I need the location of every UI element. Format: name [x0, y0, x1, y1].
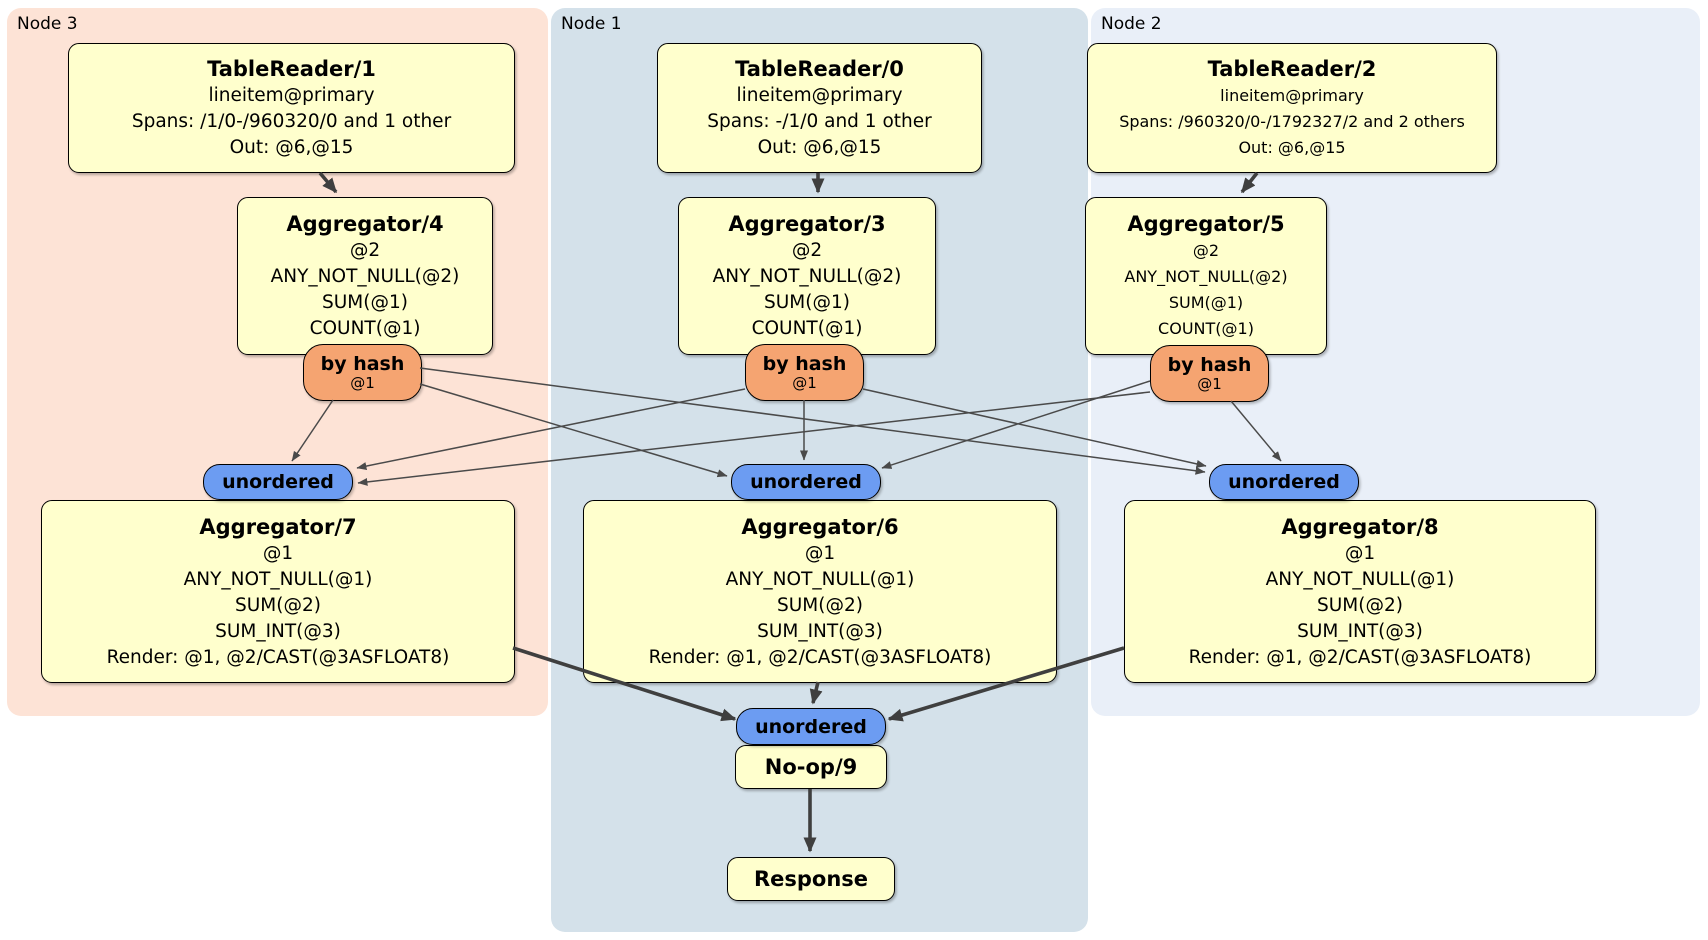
- processor-aggregator-8: Aggregator/8 @1 ANY_NOT_NULL(@1) SUM(@2)…: [1124, 500, 1596, 683]
- processor-line: lineitem@primary: [1220, 86, 1364, 105]
- sync-unordered-node2: unordered: [1209, 464, 1359, 500]
- processor-aggregator-5: Aggregator/5 @2 ANY_NOT_NULL(@2) SUM(@1)…: [1085, 197, 1327, 355]
- processor-line: Spans: -/1/0 and 1 other: [707, 111, 932, 132]
- router-detail: @1: [1197, 374, 1222, 393]
- processor-title: TableReader/0: [735, 57, 904, 81]
- processor-line: COUNT(@1): [751, 318, 863, 339]
- router-label: by hash: [762, 352, 847, 375]
- processor-title: TableReader/1: [207, 57, 376, 81]
- processor-title: TableReader/2: [1207, 57, 1377, 81]
- processor-line: SUM_INT(@3): [215, 620, 341, 642]
- processor-line: ANY_NOT_NULL(@2): [1124, 267, 1288, 286]
- sync-label: unordered: [750, 471, 862, 493]
- processor-line: ANY_NOT_NULL(@1): [725, 568, 915, 590]
- processor-line: @1: [262, 542, 294, 564]
- sync-label: unordered: [222, 471, 334, 493]
- processor-line: @2: [1192, 241, 1220, 260]
- sync-label: unordered: [1228, 471, 1340, 493]
- processor-title: No-op/9: [764, 755, 858, 779]
- processor-line: SUM(@1): [764, 292, 850, 313]
- processor-line: SUM(@2): [1317, 594, 1403, 616]
- sync-label: unordered: [755, 715, 867, 738]
- processor-line: SUM_INT(@3): [757, 620, 883, 642]
- router-detail: @1: [792, 373, 817, 392]
- processor-line: @1: [1344, 542, 1376, 564]
- processor-line: SUM(@2): [777, 594, 863, 616]
- processor-noop-9: No-op/9: [735, 745, 887, 789]
- processor-line: SUM(@1): [322, 292, 408, 313]
- processor-line: ANY_NOT_NULL(@1): [1265, 568, 1455, 590]
- processor-line: COUNT(@1): [1158, 319, 1254, 338]
- processor-title: Aggregator/3: [728, 212, 886, 236]
- processor-line: Out: @6,@15: [1238, 138, 1346, 157]
- panel-node-3-label: Node 3: [17, 14, 78, 34]
- processor-line: Out: @6,@15: [757, 137, 882, 158]
- router-detail: @1: [350, 373, 375, 392]
- processor-line: Spans: /1/0-/960320/0 and 1 other: [131, 111, 452, 132]
- processor-title: Aggregator/8: [1281, 514, 1439, 539]
- processor-line: ANY_NOT_NULL(@2): [712, 266, 902, 287]
- sync-unordered-final: unordered: [736, 708, 886, 745]
- processor-line: Render: @1, @2/CAST(@3ASFLOAT8): [106, 646, 450, 668]
- processor-title: Response: [753, 867, 869, 891]
- panel-node-2-label: Node 2: [1101, 14, 1162, 34]
- router-label: by hash: [320, 352, 405, 375]
- sync-unordered-node1: unordered: [731, 464, 881, 500]
- processor-line: SUM(@2): [235, 594, 321, 616]
- sync-unordered-node3: unordered: [203, 464, 353, 500]
- processor-line: SUM_INT(@3): [1297, 620, 1423, 642]
- router-by-hash-node2: by hash @1: [1150, 345, 1269, 402]
- router-by-hash-node3: by hash @1: [303, 344, 422, 401]
- processor-line: Render: @1, @2/CAST(@3ASFLOAT8): [1188, 646, 1532, 668]
- processor-aggregator-4: Aggregator/4 @2 ANY_NOT_NULL(@2) SUM(@1)…: [237, 197, 493, 355]
- router-label: by hash: [1167, 353, 1252, 376]
- processor-line: ANY_NOT_NULL(@1): [183, 568, 373, 590]
- processor-aggregator-7: Aggregator/7 @1 ANY_NOT_NULL(@1) SUM(@2)…: [41, 500, 515, 683]
- processor-line: lineitem@primary: [208, 85, 375, 106]
- processor-line: @1: [804, 542, 836, 564]
- processor-line: Out: @6,@15: [229, 137, 354, 158]
- processor-line: lineitem@primary: [736, 85, 903, 106]
- processor-response: Response: [727, 857, 895, 901]
- processor-line: ANY_NOT_NULL(@2): [270, 266, 460, 287]
- processor-line: COUNT(@1): [309, 318, 421, 339]
- processor-aggregator-3: Aggregator/3 @2 ANY_NOT_NULL(@2) SUM(@1)…: [678, 197, 936, 355]
- processor-tablereader-2: TableReader/2 lineitem@primary Spans: /9…: [1087, 43, 1497, 173]
- processor-line: @2: [349, 240, 381, 261]
- processor-line: SUM(@1): [1168, 293, 1244, 312]
- router-by-hash-node1: by hash @1: [745, 344, 864, 401]
- processor-line: Render: @1, @2/CAST(@3ASFLOAT8): [648, 646, 992, 668]
- panel-node-1-label: Node 1: [561, 14, 622, 34]
- processor-title: Aggregator/5: [1127, 212, 1285, 236]
- processor-aggregator-6: Aggregator/6 @1 ANY_NOT_NULL(@1) SUM(@2)…: [583, 500, 1057, 683]
- processor-title: Aggregator/4: [286, 212, 444, 236]
- processor-line: Spans: /960320/0-/1792327/2 and 2 others: [1119, 112, 1465, 131]
- processor-tablereader-1: TableReader/1 lineitem@primary Spans: /1…: [68, 43, 515, 173]
- processor-tablereader-0: TableReader/0 lineitem@primary Spans: -/…: [657, 43, 982, 173]
- processor-title: Aggregator/6: [741, 514, 899, 539]
- processor-line: @2: [791, 240, 823, 261]
- processor-title: Aggregator/7: [199, 514, 357, 539]
